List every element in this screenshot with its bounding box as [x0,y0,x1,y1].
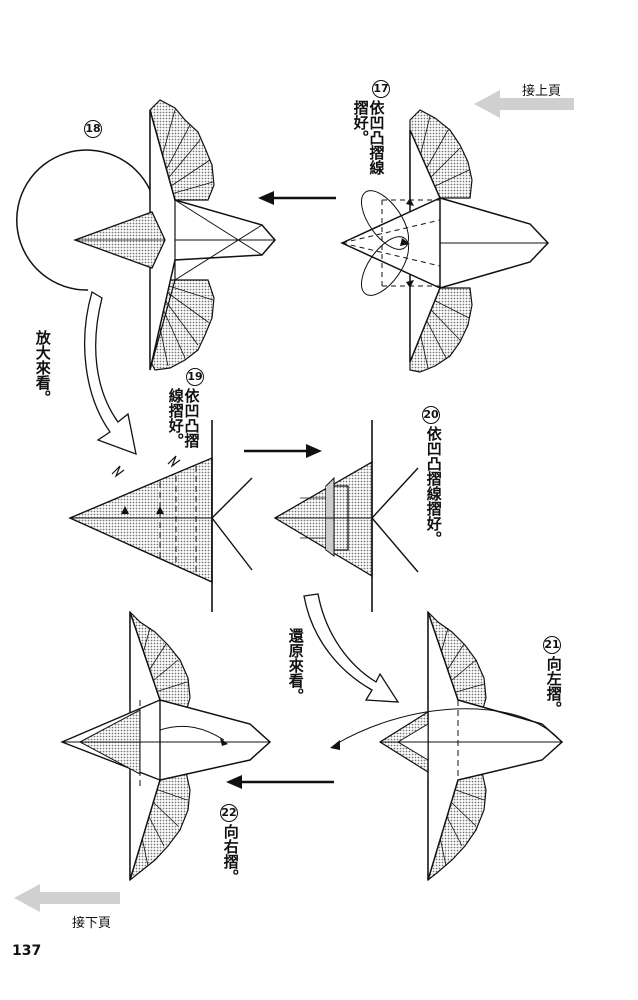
zoom-in-note: 放大來看。 [33,330,52,405]
step-17-figure [340,109,550,373]
arrow-19-to-20-icon [244,444,322,458]
arrow-17-to-18-icon [258,191,336,205]
step-21-instruction: 向左摺。 [544,656,563,716]
restore-arrow-icon [303,593,400,703]
step-21-figure [330,610,564,882]
arrow-21-to-22-icon [226,775,334,789]
step-17-instruction: 依凹凸摺線摺好。 [351,100,386,175]
next-page-arrow-icon[interactable] [14,884,120,912]
page-number: 137 [12,943,42,959]
step-19-instruction: 依凹凸摺線摺好。 [166,388,201,448]
step-22-instruction: 向右摺。 [221,824,240,884]
zoom-in-arrow-icon [84,291,137,456]
step-19-number: 19 [186,368,204,386]
step-22-number: 22 [220,804,238,822]
step-20-instruction: 依凹凸摺線摺好。 [424,426,443,546]
step-22-figure [60,610,272,882]
step-17-number: 17 [372,80,390,98]
step-18-number: 18 [84,120,102,138]
step-18-figure [16,99,276,371]
step-20-figure [273,420,419,612]
next-page-label[interactable]: 接下頁 [72,916,112,931]
step-19-figure [68,420,253,612]
step-20-number: 20 [422,406,440,424]
step-21-number: 21 [543,636,561,654]
restore-note: 還原來看。 [286,628,305,703]
prev-page-label[interactable]: 接上頁 [522,84,562,99]
prev-page-arrow-icon[interactable] [474,90,574,118]
